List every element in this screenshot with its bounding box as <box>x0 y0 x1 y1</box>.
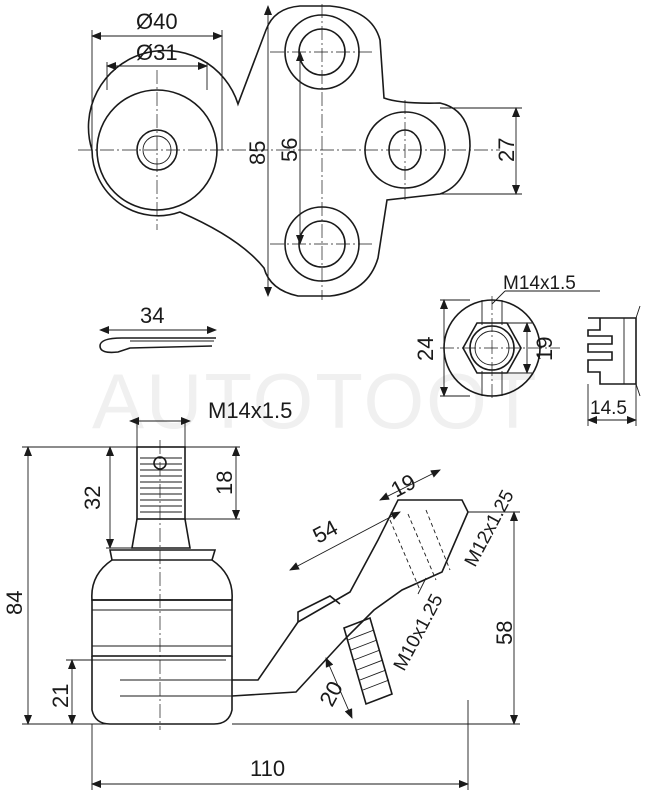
side-hole-height-label: 27 <box>494 138 519 162</box>
flange-outer-dia-label: Ø40 <box>136 9 178 34</box>
watermark-text: AUTOTOOT <box>92 357 539 445</box>
cotter-pin-length-label: 34 <box>140 303 164 328</box>
nut-thread-label: M14x1.5 <box>503 273 576 294</box>
nut-across-corners-label: 24 <box>413 337 438 361</box>
castle-nut-side-view: 14.5 <box>587 305 641 426</box>
flange-top-view: Ø40 Ø31 85 56 27 <box>78 4 522 300</box>
stud-length-label: 32 <box>80 486 105 510</box>
flange-height-label: 85 <box>245 141 270 165</box>
castle-nut-end-view: M14x1.5 24 19 <box>413 273 600 400</box>
arm-thread-label: M12x1.25 <box>461 487 519 571</box>
arm-tip-length-label: 19 <box>387 469 420 503</box>
hole-spacing-label: 56 <box>277 138 302 162</box>
nut-across-flats-label: 19 <box>532 337 557 361</box>
nut-height-label: 14.5 <box>590 398 627 419</box>
flange-inner-dia-label: Ø31 <box>136 40 178 65</box>
overall-height-right-label: 58 <box>492 621 517 645</box>
bolt-length-label: 20 <box>314 677 348 710</box>
bolt-thread-label: M10x1.25 <box>390 591 448 675</box>
arm-length-label: 54 <box>309 515 342 549</box>
cotter-pin: 34 <box>99 303 217 354</box>
stud-thread-label: M14x1.5 <box>208 398 292 423</box>
total-height-label: 84 <box>2 591 27 615</box>
body-lower-height-label: 21 <box>48 684 73 708</box>
ball-joint-side-view: M14x1.5 32 18 84 21 54 19 M12x1.25 M10x1… <box>2 398 520 790</box>
stud-thread-length-label: 18 <box>212 471 237 495</box>
overall-width-label: 110 <box>250 756 285 781</box>
